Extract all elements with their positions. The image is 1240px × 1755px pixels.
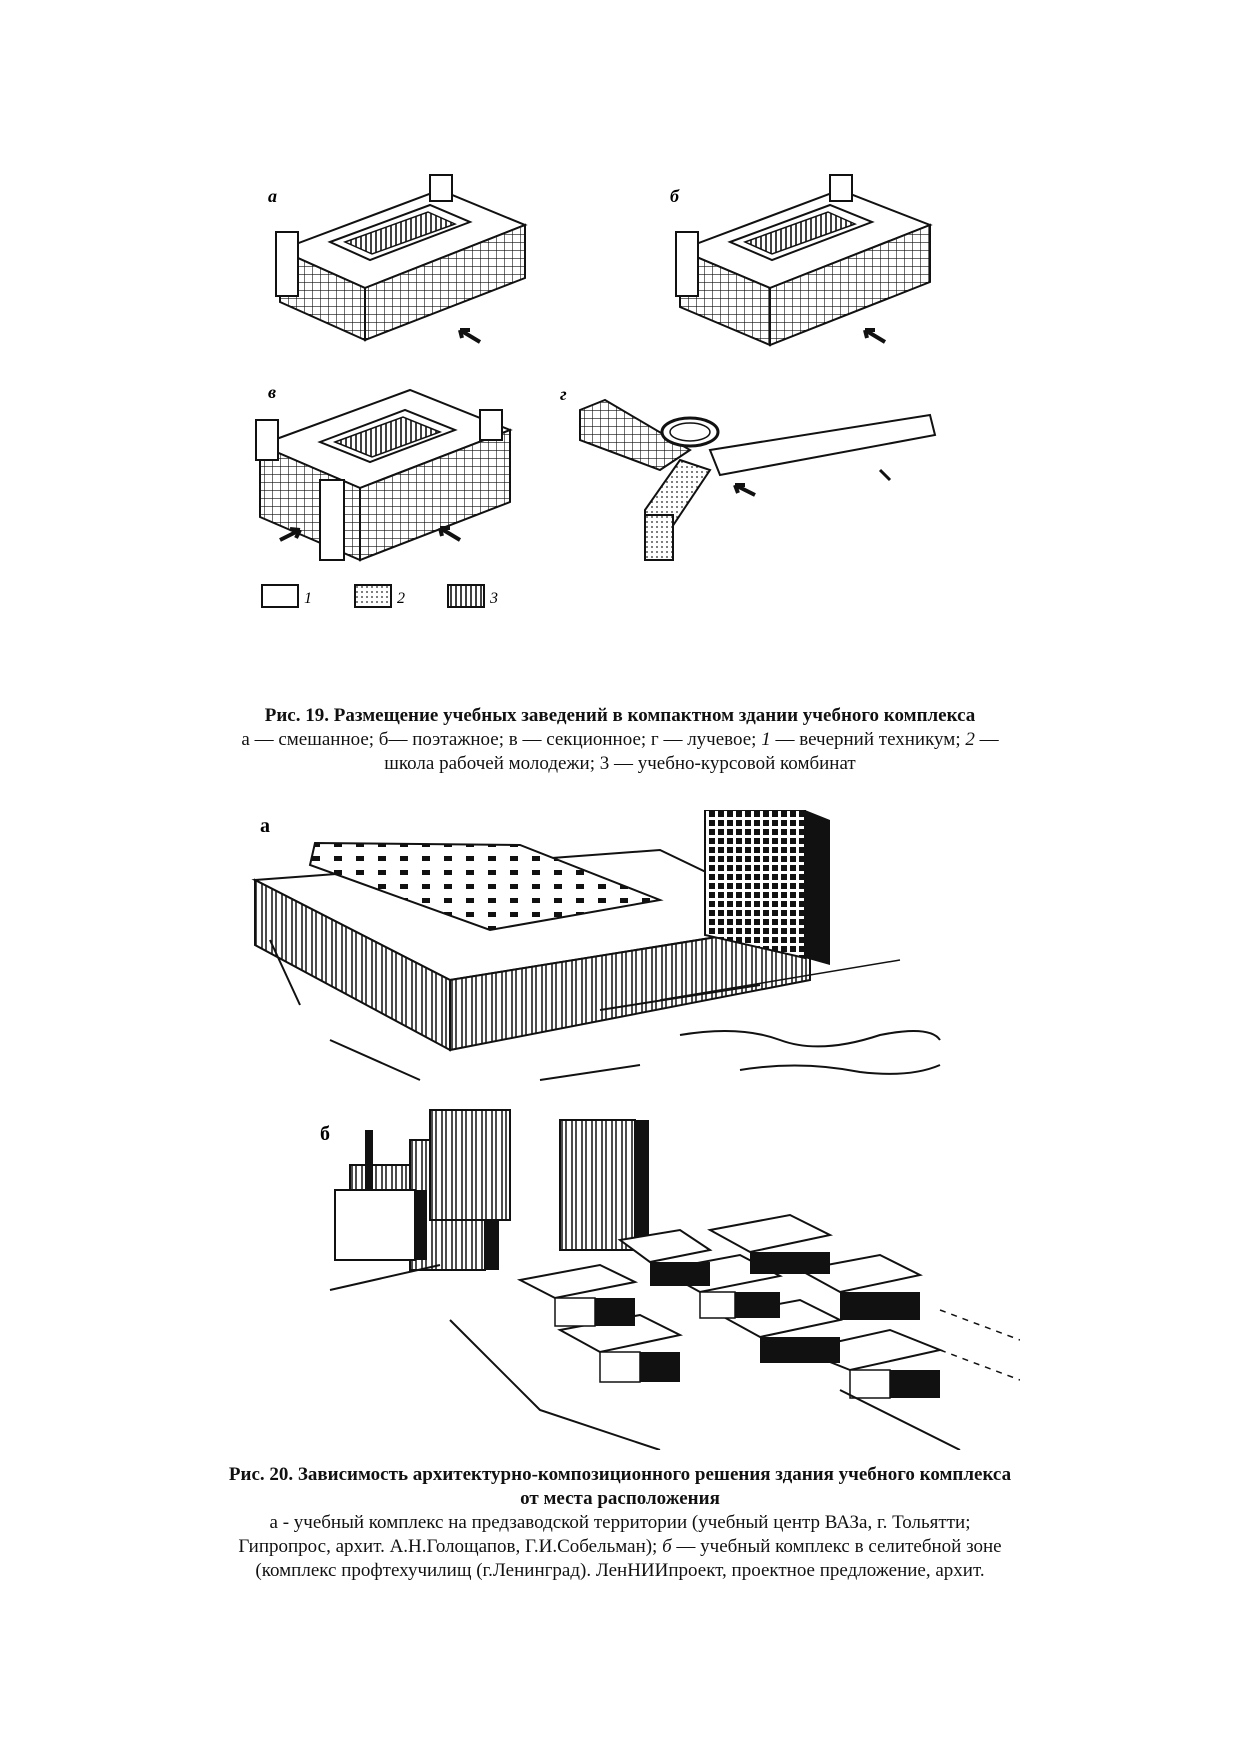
caption-text: — [974, 729, 999, 750]
legend-swatch-1 [261, 584, 299, 608]
legend-number-3: 3 [489, 590, 498, 607]
caption-letter: б [662, 1536, 672, 1557]
fig20-panel-a: а [251, 810, 941, 1081]
figure-19-caption-line2: школа рабочей молодежи; 3 — учебно-курсо… [384, 753, 856, 774]
caption-text: — учебный комплекс в селитебной зоне [671, 1536, 1002, 1557]
fig19-label-a: а [268, 186, 277, 206]
fig19-label-g: г [560, 384, 567, 404]
legend-number-1: 1 [304, 590, 312, 607]
figure-20-caption-line1: а - учебный комплекс на предзаводской те… [269, 1512, 971, 1533]
figure-20-drawing: а б [251, 810, 1020, 1450]
fig19-legend: 1 2 3 [261, 584, 498, 608]
fig19-panel-a: а [268, 174, 528, 344]
fig20-label-a: а [260, 815, 270, 837]
caption-text: а — смешанное; б— поэтажное; в — секцион… [241, 729, 762, 750]
caption-number: 2 [965, 729, 975, 750]
figure-20-caption-line2: Гипропрос, архит. А.Н.Голощапов, Г.И.Соб… [150, 1535, 1090, 1559]
fig20-panel-b: б [320, 1109, 1020, 1450]
fig19-panel-b: б [670, 174, 933, 347]
figure-19-caption-line1: а — смешанное; б— поэтажное; в — секцион… [150, 728, 1090, 752]
fig20-label-b: б [320, 1123, 330, 1145]
fig19-label-v: в [268, 382, 276, 402]
figure-20-title-line2: от места расположения [520, 1488, 720, 1509]
figure-19-drawing: а б в г [255, 174, 937, 608]
fig19-panel-v: в [255, 382, 513, 562]
legend-swatch-2 [354, 584, 392, 608]
figure-20-caption-line3: (комплекс профтехучилищ (г.Ленинград). Л… [255, 1560, 985, 1581]
fig19-label-b: б [670, 186, 680, 206]
figure-20-caption: Рис. 20. Зависимость архитектурно-композ… [150, 1463, 1090, 1583]
caption-text: Гипропрос, архит. А.Н.Голощапов, Г.И.Соб… [238, 1536, 663, 1557]
legend-swatch-3 [447, 584, 485, 608]
legend-number-2: 2 [397, 590, 405, 607]
caption-number: 1 [761, 729, 771, 750]
figure-20-title-line1: Рис. 20. Зависимость архитектурно-композ… [228, 1464, 1012, 1485]
fig19-panel-g: г [560, 384, 937, 561]
caption-text: — вечерний техникум; [770, 729, 966, 750]
figure-19-caption: Рис. 19. Размещение учебных заведений в … [150, 704, 1090, 776]
figure-19-title: Рис. 19. Размещение учебных заведений в … [264, 705, 976, 726]
